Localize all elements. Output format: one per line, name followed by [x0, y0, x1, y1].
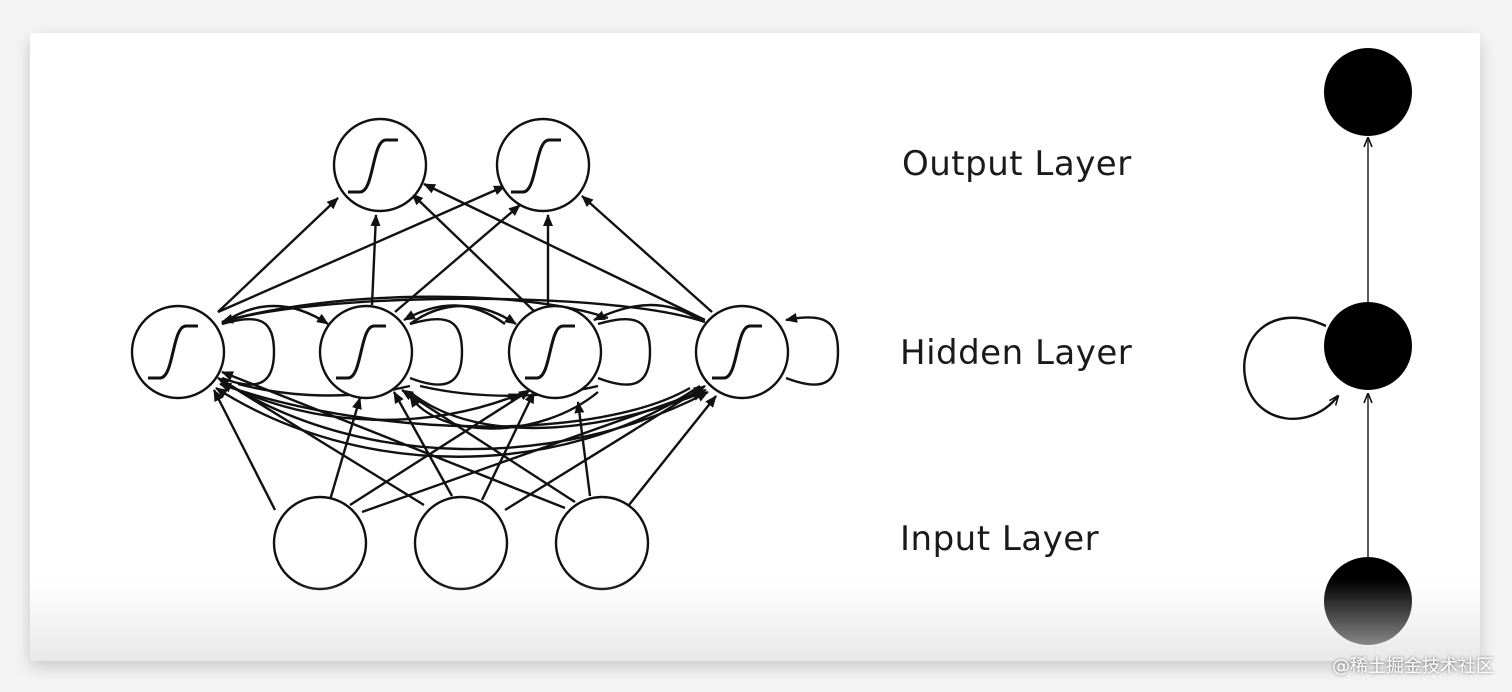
edge-h4-h1-mid	[219, 382, 691, 428]
edge-h4-h1	[221, 297, 706, 324]
edge-i1-h4	[361, 388, 707, 514]
hidden-node-2	[318, 304, 414, 400]
edge-h4-o1	[423, 182, 706, 322]
compact-input-node	[1324, 557, 1412, 645]
sigmoid-icon	[511, 138, 561, 194]
input-node-1	[272, 495, 368, 591]
edge-h3-o1	[411, 193, 536, 313]
self-loop-h3	[597, 317, 652, 386]
sigmoid-icon	[336, 324, 386, 380]
self-loop-h2	[409, 317, 464, 386]
edge-h4-h1-lower	[215, 385, 701, 458]
edge-i3-h4	[624, 395, 717, 511]
self-loop-h4	[785, 312, 840, 386]
output-node-1	[332, 117, 428, 213]
edge-i1-h1	[212, 389, 277, 511]
edge-h1-o1	[217, 197, 339, 313]
edge-h1-o2	[217, 184, 506, 314]
edge-h1-h4	[221, 378, 709, 451]
edge-i2-h4	[504, 384, 706, 512]
input-node-3	[554, 495, 650, 591]
hidden-layer-label: Hidden Layer	[900, 333, 1133, 373]
self-loop-h1	[221, 317, 276, 386]
edge-h2-o2	[394, 204, 521, 313]
compact-output-node	[1324, 48, 1412, 136]
input-node-2	[413, 495, 509, 591]
edge-h2-o1	[370, 214, 381, 306]
input-layer-label: Input Layer	[900, 519, 1100, 559]
recurrent-self-loop	[1243, 316, 1338, 421]
edge-i2-h1	[217, 376, 425, 507]
edge-i3-h1	[221, 370, 566, 510]
edge-i1-h3	[349, 388, 531, 507]
watermark: @稀土掘金技术社区	[1332, 656, 1494, 677]
input-layer-nodes	[272, 495, 650, 591]
hidden-layer-nodes	[130, 304, 790, 400]
edge-h4-h3	[593, 303, 701, 322]
hidden-node-1	[130, 304, 226, 400]
edge-h4-o2	[581, 195, 713, 313]
compact-hidden-node	[1324, 302, 1412, 390]
sigmoid-icon	[348, 138, 398, 194]
edge-i1-h2	[328, 397, 362, 501]
sigmoid-icon	[148, 324, 198, 380]
edge-h3-h2	[403, 304, 506, 325]
edge-i3-h2	[401, 388, 576, 504]
sigmoid-icon	[712, 324, 762, 380]
hidden-node-3	[507, 304, 603, 400]
sigmoid-icon	[525, 324, 575, 380]
edge-i2-h2	[392, 391, 454, 497]
hidden-node-4	[694, 304, 790, 400]
output-layer-nodes	[332, 117, 591, 213]
output-layer-label: Output Layer	[902, 144, 1132, 184]
output-node-2	[495, 117, 591, 213]
edge-i2-h3	[480, 391, 536, 501]
edge-i3-h3	[574, 401, 592, 497]
compact-rnn	[1243, 48, 1412, 645]
